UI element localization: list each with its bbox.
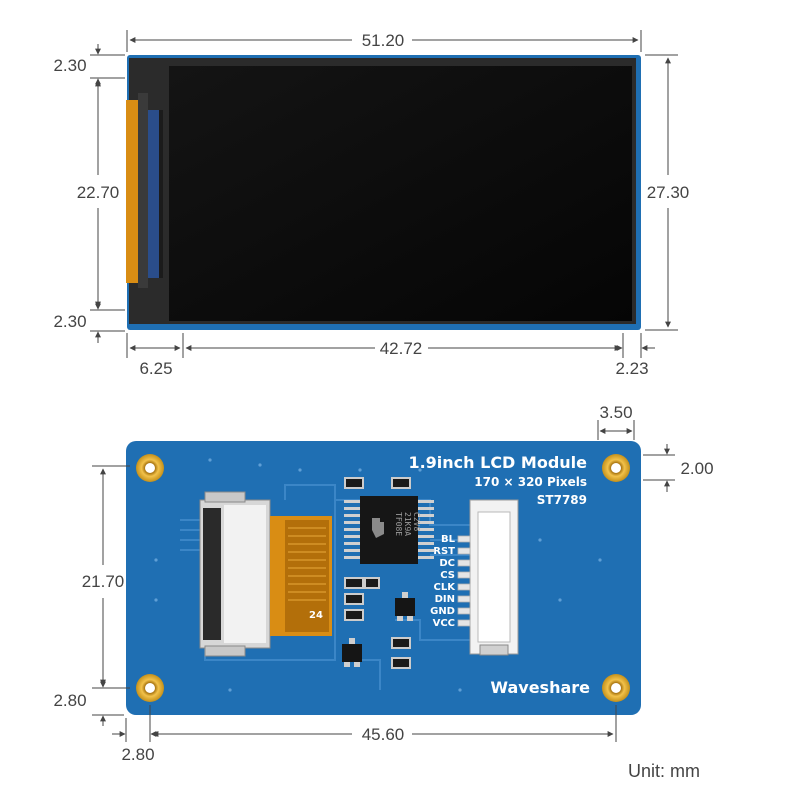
bottom-view: 24 xyxy=(126,441,641,715)
pin-label-gnd: GND xyxy=(430,606,455,617)
pin-header-connector xyxy=(457,499,519,656)
chip-marking-1: TF08E xyxy=(394,512,403,536)
dim-hole-offset-x: 3.50 xyxy=(599,403,632,422)
top-view-dimension-labels: 51.20 27.30 2.30 22.70 2.30 6.25 42.72 2… xyxy=(53,31,689,378)
dim-hole-offset-y: 2.00 xyxy=(680,459,713,478)
top-view xyxy=(126,55,641,330)
passive-components xyxy=(344,477,411,669)
pin-label-dc: DC xyxy=(439,558,455,569)
dim-corner-y: 2.80 xyxy=(53,691,86,710)
unit-label: Unit: mm xyxy=(628,761,700,781)
pin-label-din: DIN xyxy=(435,594,455,605)
fpc-connector xyxy=(199,491,271,657)
dim-active-width: 42.72 xyxy=(380,339,423,358)
display-screen xyxy=(169,66,632,321)
pin-label-bl: BL xyxy=(441,534,456,545)
fpc-flex-highlight xyxy=(159,110,163,278)
mounting-holes xyxy=(136,454,630,702)
fpc-pin-label: 24 xyxy=(309,610,323,621)
fpc-flex-inner xyxy=(138,93,148,288)
ti-logo-icon xyxy=(372,518,384,538)
fpc-ribbon: 24 xyxy=(270,516,332,636)
bottom-view-dimensions xyxy=(92,420,675,742)
dim-width: 51.20 xyxy=(362,31,405,50)
board-driver: ST7789 xyxy=(537,493,587,507)
bottom-view-dimension-labels: 3.50 2.00 21.70 2.80 2.80 45.60 xyxy=(53,403,713,764)
pin-label-clk: CLK xyxy=(434,582,457,593)
board-title: 1.9inch LCD Module xyxy=(408,453,587,472)
dim-right-offset: 2.23 xyxy=(615,359,648,378)
dim-active-height: 22.70 xyxy=(77,183,120,202)
chip-marking-2: 21K9A xyxy=(403,512,412,536)
pcb-vias xyxy=(154,458,602,692)
dim-height: 27.30 xyxy=(647,183,690,202)
transistors xyxy=(342,592,415,667)
dim-hole-pitch-x: 45.60 xyxy=(362,725,405,744)
dim-left-offset: 6.25 xyxy=(139,359,172,378)
pin-labels: BL RST DC CS CLK DIN GND VCC xyxy=(430,534,456,629)
fpc-flex-edge xyxy=(126,100,138,283)
pin-label-rst: RST xyxy=(433,546,455,557)
top-view-dimensions xyxy=(90,30,678,358)
pin-label-cs: CS xyxy=(440,570,455,581)
board-resolution: 170 × 320 Pixels xyxy=(474,475,587,489)
brand-logo: Waveshare xyxy=(490,678,590,697)
chip-marking-3: C2V8 xyxy=(412,512,421,531)
fpc-flex-strip xyxy=(148,110,160,278)
dim-corner-x: 2.80 xyxy=(121,745,154,764)
dim-hole-pitch-y: 21.70 xyxy=(82,572,125,591)
dim-top-margin: 2.30 xyxy=(53,56,86,75)
dim-bottom-margin: 2.30 xyxy=(53,312,86,331)
level-shifter-ic: TF08E 21K9A C2V8 xyxy=(344,496,434,564)
pin-label-vcc: VCC xyxy=(433,618,455,629)
